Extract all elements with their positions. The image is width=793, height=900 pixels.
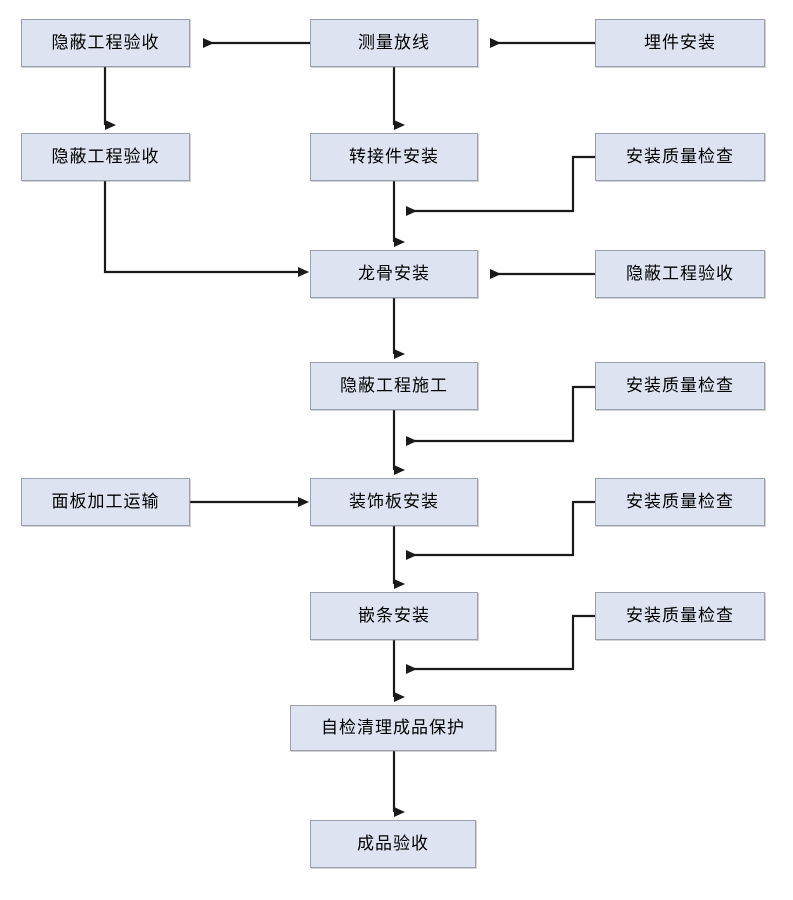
node-maijian-anzhuang[interactable]: 埋件安装 bbox=[595, 19, 765, 67]
node-label: 隐蔽工程验收 bbox=[626, 263, 734, 284]
node-label: 安装质量检查 bbox=[626, 605, 734, 626]
node-label: 安装质量检查 bbox=[626, 146, 734, 167]
node-yinbi-gongcheng-yanshou-1[interactable]: 隐蔽工程验收 bbox=[21, 19, 190, 67]
node-chengpin-yanshou[interactable]: 成品验收 bbox=[310, 820, 476, 868]
node-anzhuang-zhiliang-jiancha-1[interactable]: 安装质量检查 bbox=[595, 133, 765, 181]
node-label: 测量放线 bbox=[358, 32, 430, 53]
edge-zhijian4-to-mainline bbox=[406, 614, 595, 674]
node-label: 嵌条安装 bbox=[358, 605, 430, 626]
node-label: 埋件安装 bbox=[644, 32, 716, 53]
node-label: 隐蔽工程验收 bbox=[51, 146, 160, 167]
node-anzhuang-zhiliang-jiancha-4[interactable]: 安装质量检查 bbox=[595, 592, 765, 640]
node-label: 自检清理成品保护 bbox=[321, 717, 465, 738]
edge-zhijian1-to-mainline bbox=[406, 155, 595, 216]
node-yinbi-gongcheng-yanshou-3[interactable]: 隐蔽工程验收 bbox=[595, 250, 765, 298]
node-label: 装饰板安装 bbox=[349, 491, 439, 512]
edge-yinbi2-to-longgu bbox=[103, 181, 309, 277]
node-label: 转接件安装 bbox=[349, 146, 439, 167]
node-anzhuang-zhiliang-jiancha-3[interactable]: 安装质量检查 bbox=[595, 478, 765, 526]
node-yinbi-gongcheng-yanshou-2[interactable]: 隐蔽工程验收 bbox=[21, 133, 190, 181]
node-label: 龙骨安装 bbox=[358, 263, 430, 284]
node-label: 成品验收 bbox=[357, 833, 429, 854]
node-celiang-fangxian[interactable]: 测量放线 bbox=[310, 19, 478, 67]
node-label: 安装质量检查 bbox=[626, 375, 734, 396]
node-qiantiao-anzhuang[interactable]: 嵌条安装 bbox=[310, 592, 478, 640]
edge-zhijian3-to-mainline bbox=[406, 500, 595, 560]
edge-zhijian2-to-mainline bbox=[406, 385, 595, 446]
node-label: 隐蔽工程验收 bbox=[51, 32, 160, 53]
node-label: 面板加工运输 bbox=[51, 491, 160, 512]
node-zhuanjiejian-anzhuang[interactable]: 转接件安装 bbox=[310, 133, 478, 181]
node-label: 安装质量检查 bbox=[626, 491, 734, 512]
node-anzhuang-zhiliang-jiancha-2[interactable]: 安装质量检查 bbox=[595, 362, 765, 410]
node-label: 隐蔽工程施工 bbox=[340, 375, 448, 396]
node-longgu-anzhuang[interactable]: 龙骨安装 bbox=[310, 250, 478, 298]
node-zhuangshiban-anzhuang[interactable]: 装饰板安装 bbox=[310, 478, 478, 526]
node-zijian-qingli-chengpin-baohu[interactable]: 自检清理成品保护 bbox=[290, 705, 496, 751]
node-mianban-jiagong-yunshu[interactable]: 面板加工运输 bbox=[21, 478, 190, 526]
node-yinbi-gongcheng-shigong[interactable]: 隐蔽工程施工 bbox=[310, 362, 478, 410]
